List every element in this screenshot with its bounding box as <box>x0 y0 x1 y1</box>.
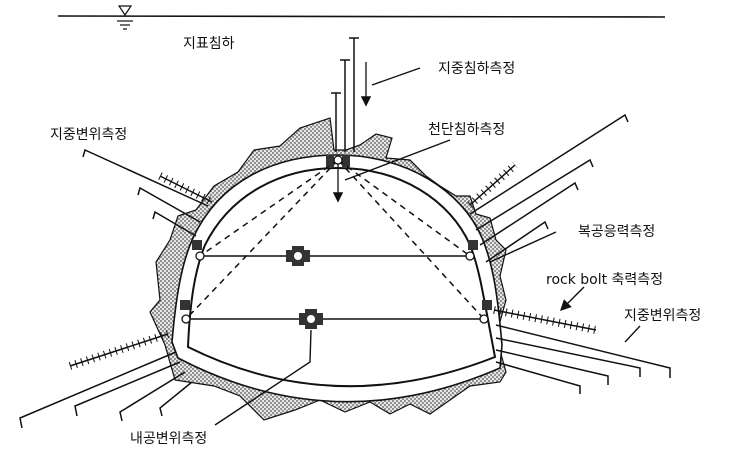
convergence-meter-icon <box>286 246 310 266</box>
label-rock-bolt-axial-force: rock bolt 축력측정 <box>546 272 663 288</box>
rock-bolts <box>68 162 597 370</box>
label-crown-settlement: 천단침하측정 <box>428 122 505 138</box>
water-level-icon <box>117 5 133 30</box>
label-ground-displacement-left: 지중변위측정 <box>50 127 127 143</box>
label-subsurface-settlement: 지중침하측정 <box>438 61 515 77</box>
tunnel-interior <box>186 166 497 388</box>
ground-surface-line <box>57 15 666 18</box>
label-lining-stress: 복공응력측정 <box>578 224 655 240</box>
lining-stress-gauges <box>180 155 492 310</box>
extensometers <box>19 113 671 429</box>
convergence-lines <box>186 255 484 320</box>
measurement-points <box>181 155 489 324</box>
label-convergence: 내공변위측정 <box>130 431 207 447</box>
rock-bolt-arrow-icon <box>560 286 585 311</box>
label-ground-displacement-right: 지중변위측정 <box>624 308 701 324</box>
crown-dashed-lines <box>185 159 485 320</box>
label-surface-settlement: 지표침하 <box>183 36 235 52</box>
convergence-meter-icon <box>299 309 323 329</box>
subsurface-settlement-rods <box>331 37 359 152</box>
leader-lines <box>214 67 641 426</box>
